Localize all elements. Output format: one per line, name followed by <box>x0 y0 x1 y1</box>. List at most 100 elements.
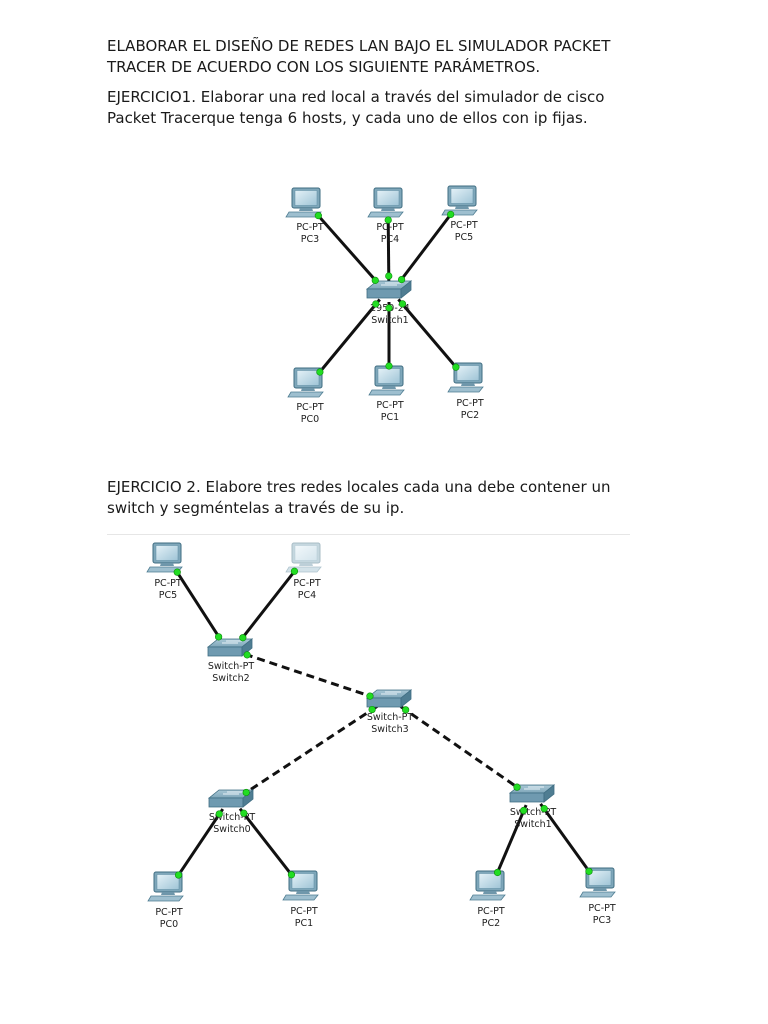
diagram1-switch-sw1 <box>365 280 413 299</box>
diagram2-link-SW3-SW1 <box>399 705 520 790</box>
diagram1-port-SW1-PC1-b <box>385 362 393 370</box>
diagram2-port-SW1-PC2-b <box>493 868 502 877</box>
diagram2-device-type-label: PC-PT <box>155 907 183 918</box>
diagram2-device-name-label: Switch0 <box>213 824 250 835</box>
diagram2-port-SW3-SW0-b <box>242 788 250 797</box>
diagram1-port-SW1-PC3-b <box>314 212 322 220</box>
diagram2-port-SW0-PC0-b <box>174 871 183 879</box>
diagram2-device-name-label: PC0 <box>160 919 178 930</box>
title-line-1: ELABORAR EL DISEÑO DE REDES LAN BAJO EL … <box>107 37 611 55</box>
diagram1-port-SW1-PC0-a <box>372 300 380 308</box>
diagram1-pc-pc5 <box>441 185 478 216</box>
diagram2-pc-pc3 <box>579 867 616 898</box>
diagram2-port-SW3-SW2-a <box>366 692 374 700</box>
diagram1-device-type-label: PC-PT <box>296 402 324 413</box>
diagram1-link-SW1-PC5 <box>396 211 454 286</box>
exercise-2-line-1: EJERCICIO 2. Elabore tres redes locales … <box>107 478 611 496</box>
diagram1-device-type-label: PC-PT <box>456 398 484 409</box>
document-title: ELABORAR EL DISEÑO DE REDES LAN BAJO EL … <box>107 36 667 78</box>
diagram1-pc-pc0 <box>287 367 324 398</box>
diagram2-switch-sw0 <box>207 789 255 808</box>
diagram2-device-type-label: PC-PT <box>154 578 182 589</box>
diagram2-pc-pc2 <box>469 870 506 901</box>
diagram2-link-SW1-PC3 <box>539 803 592 874</box>
diagram1-device-type-label: PC-PT <box>296 222 324 233</box>
section-divider <box>107 534 630 535</box>
exercise-2-line-2: switch y segméntelas a través de su ip. <box>107 499 405 517</box>
diagram1-port-SW1-PC2-b <box>452 363 460 371</box>
diagram1-device-name-label: PC5 <box>455 232 473 243</box>
exercise-1-line-1: EJERCICIO1. Elaborar una red local a tra… <box>107 88 605 106</box>
diagram2-device-name-label: PC3 <box>593 915 611 926</box>
diagram1-device-type-label: PC-PT <box>450 220 478 231</box>
diagram2-device-name-label: PC1 <box>295 918 313 929</box>
diagram2-device-name-label: PC2 <box>482 918 500 929</box>
diagram2-port-SW3-SW0-a <box>368 705 376 714</box>
diagram2-port-SW0-PC1-b <box>287 871 296 879</box>
devices-layer: PC-PTPC3PC-PTPC4PC-PTPC52950-24Switch1PC… <box>146 185 616 930</box>
diagram1-port-SW1-PC4-b <box>384 216 392 224</box>
diagram1-device-type-label: PC-PT <box>376 400 404 411</box>
diagram2-port-SW2-PC5-a <box>215 633 223 641</box>
diagram2-port-SW2-PC4-b <box>290 567 299 575</box>
diagram2-port-SW0-PC0-a <box>215 810 223 818</box>
diagram2-device-type-label: PC-PT <box>290 906 318 917</box>
diagram2-device-type-label: Switch-PT <box>367 712 414 723</box>
diagram2-pc-pc4 <box>285 542 322 573</box>
diagram1-device-name-label: PC0 <box>301 414 319 425</box>
diagram2-link-SW2-PC5 <box>174 569 224 643</box>
diagram2-device-type-label: Switch-PT <box>510 807 557 818</box>
diagram1-device-name-label: PC4 <box>381 234 399 245</box>
ports-layer <box>173 210 593 879</box>
exercise-1-line-2: Packet Tracerque tenga 6 hosts, y cada u… <box>107 109 588 127</box>
diagram2-switch-sw2 <box>206 638 254 657</box>
diagram2-port-SW3-SW1-b <box>513 783 521 791</box>
diagram1-port-SW1-PC2-a <box>398 300 407 308</box>
diagram1-device-type-label: PC-PT <box>376 222 404 233</box>
diagram2-device-name-label: PC5 <box>159 590 177 601</box>
diagram2-port-SW3-SW2-b <box>243 651 251 659</box>
links-layer <box>174 211 592 878</box>
diagram2-port-SW1-PC2-a <box>520 806 528 815</box>
diagram2-link-SW3-SW2 <box>244 652 377 700</box>
diagram1-port-SW1-PC1-a <box>385 304 393 312</box>
diagram2-port-SW3-SW1-a <box>402 706 410 714</box>
diagram2-port-SW0-PC1-a <box>240 809 248 817</box>
exercise-1-text: EJERCICIO1. Elaborar una red local a tra… <box>107 87 667 129</box>
diagram2-pc-pc0 <box>147 871 184 902</box>
diagram2-link-SW0-PC0 <box>176 808 225 878</box>
diagram1-pc-pc4 <box>367 187 404 218</box>
diagram2-device-name-label: PC4 <box>298 590 316 601</box>
diagram1-link-SW1-PC3 <box>315 213 381 286</box>
diagram1-device-name-label: PC2 <box>461 410 479 421</box>
title-line-2: TRACER DE ACUERDO CON LOS SIGUIENTE PARÁ… <box>107 58 541 76</box>
diagram1-link-SW1-PC2 <box>397 298 459 370</box>
diagram2-device-name-label: Switch2 <box>212 673 249 684</box>
diagram1-pc-pc2 <box>447 362 484 393</box>
diagram2-device-type-label: PC-PT <box>477 906 505 917</box>
diagram1-pc-pc1 <box>368 365 405 396</box>
diagram2-device-name-label: Switch3 <box>371 724 408 735</box>
diagram1-device-name-label: PC3 <box>301 234 319 245</box>
diagram1-pc-pc3 <box>285 187 322 218</box>
diagram2-pc-pc5 <box>146 542 183 573</box>
diagram1-port-SW1-PC3-a <box>371 276 379 284</box>
diagram2-port-SW1-PC3-b <box>585 867 593 875</box>
diagram1-device-name-label: PC1 <box>381 412 399 423</box>
diagram1-device-name-label: Switch1 <box>371 315 408 326</box>
diagram1-port-SW1-PC5-b <box>447 210 455 219</box>
diagram2-device-type-label: PC-PT <box>293 578 321 589</box>
diagram2-link-SW1-PC2 <box>495 804 528 875</box>
diagram1-port-SW1-PC4-a <box>385 272 393 280</box>
diagram1-link-SW1-PC4 <box>386 217 391 283</box>
diagram2-port-SW2-PC4-a <box>239 634 247 642</box>
diagram2-port-SW2-PC5-b <box>173 568 181 576</box>
diagram2-link-SW2-PC4 <box>237 568 297 644</box>
exercise-2-text: EJERCICIO 2. Elabore tres redes locales … <box>107 477 667 519</box>
diagram2-link-SW3-SW0 <box>243 705 378 795</box>
diagram1-port-SW1-PC0-b <box>316 368 324 376</box>
diagram1-port-SW1-PC5-a <box>397 275 406 284</box>
diagram2-device-type-label: Switch-PT <box>209 812 256 823</box>
diagram2-pc-pc1 <box>282 870 319 901</box>
